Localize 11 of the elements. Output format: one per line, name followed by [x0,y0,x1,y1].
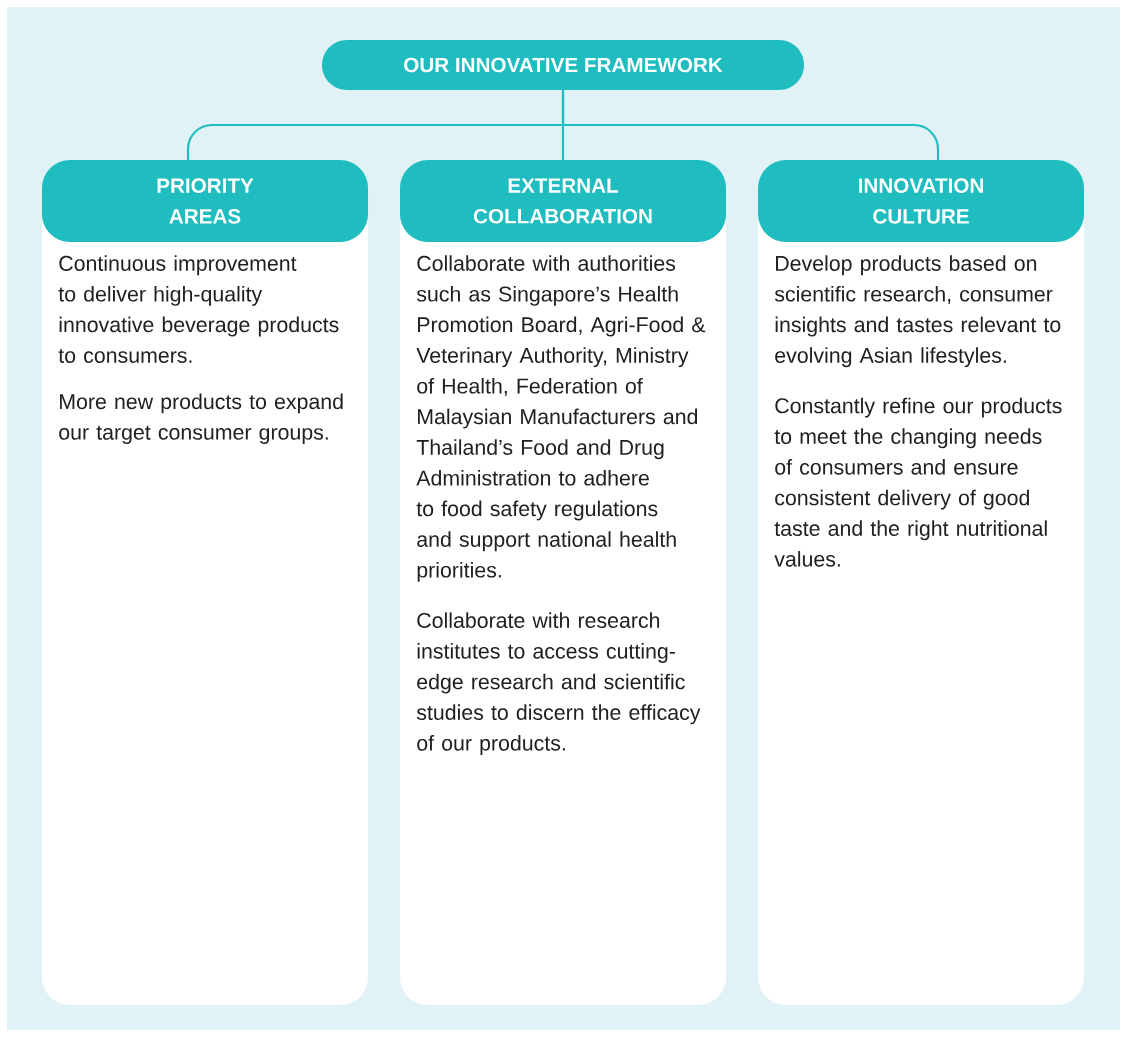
body-text: Constantly refine our products to meet the changing needs of consumers and ensure consistent delivery of good taste and the right nutritional values. [774,397,1062,567]
body-text: Develop products based on scientific research, consumer insights and tastes relevant to evolving Asian lifestyles. [774,255,1061,368]
body-text: Continuous improvement to deliver high-quality innovative beverage products to consumers. [58,255,339,363]
title-pill: OUR INNOVATIVE FRAMEWORK [322,40,804,90]
column-header: EXTERNAL COLLABORATION [400,160,726,242]
connector-line [561,90,940,160]
body-text: Collaborate with research institutes to access cutting-edge research and scientific studies to discern the efficacy of our products. [416,612,701,755]
column-header: PRIORITY AREAS [42,160,368,242]
column-header: INNOVATION CULTURE [758,160,1084,242]
body-text: Collaborate with authorities such as Singapore’s Health Promotion Board, Agri-Food & Veterinary Authority, Ministry of Health, Federation of Malaysian Manufacturers and Thailand’s Food and Drug Administration to adhere to food safety regulations and support national health priorities. [416,255,706,582]
body-text: More new products to expand our target consumer groups. [59,393,343,444]
